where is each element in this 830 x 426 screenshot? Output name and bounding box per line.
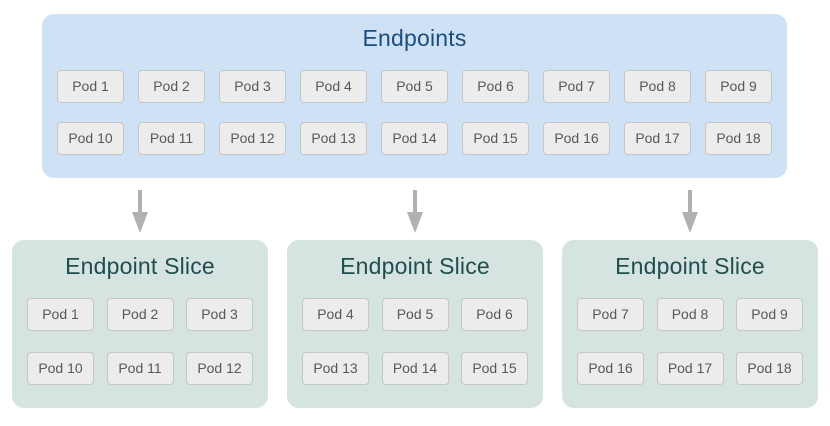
- pod-chip: Pod 7: [577, 298, 644, 331]
- endpoints-box: Endpoints Pod 1 Pod 2 Pod 3 Pod 4 Pod 5 Pod 6…: [42, 14, 787, 178]
- endpoint-slice-title: Endpoint Slice: [615, 253, 765, 279]
- pod-chip: Pod 9: [705, 70, 772, 103]
- pod-chip: Pod 3: [186, 298, 253, 331]
- pod-chip: Pod 15: [461, 352, 528, 385]
- pod-chip: Pod 5: [381, 298, 449, 331]
- slice-3-pods-row-2: Pod 16 Pod 17 Pod 18: [577, 352, 803, 385]
- slice-2-pods-row-2: Pod 13 Pod 14 Pod 15: [302, 352, 528, 385]
- slice-3-pods-row-1: Pod 7 Pod 8 Pod 9: [577, 298, 803, 331]
- down-arrow-icon: [682, 190, 698, 233]
- pod-chip: Pod 6: [461, 298, 528, 331]
- pod-chip: Pod 13: [302, 352, 369, 385]
- pod-chip: Pod 15: [462, 122, 529, 155]
- pod-chip: Pod 11: [138, 122, 205, 155]
- pod-chip: Pod 1: [57, 70, 124, 103]
- pod-chip: Pod 4: [300, 70, 367, 103]
- pod-chip: Pod 1: [27, 298, 94, 331]
- pod-chip: Pod 16: [577, 352, 644, 385]
- pod-chip: Pod 5: [381, 70, 448, 103]
- slice-1-pods-row-2: Pod 10 Pod 11 Pod 12: [27, 352, 253, 385]
- endpoints-pods-row-1: Pod 1 Pod 2 Pod 3 Pod 4 Pod 5 Pod 6 Pod 7 Pod 8…: [57, 70, 772, 103]
- pod-chip: Pod 12: [186, 352, 253, 385]
- slice-2-pods-row-1: Pod 4 Pod 5 Pod 6: [302, 298, 528, 331]
- pod-chip: Pod 13: [300, 122, 367, 155]
- pod-chip: Pod 2: [106, 298, 174, 331]
- endpoints-title: Endpoints: [362, 25, 467, 51]
- pod-chip: Pod 14: [381, 352, 449, 385]
- slice-1-pods-row-1: Pod 1 Pod 2 Pod 3: [27, 298, 253, 331]
- pod-chip: Pod 12: [219, 122, 286, 155]
- pod-chip: Pod 6: [462, 70, 529, 103]
- pod-chip: Pod 7: [543, 70, 610, 103]
- pod-chip: Pod 14: [381, 122, 448, 155]
- pod-chip: Pod 2: [138, 70, 205, 103]
- pod-chip: Pod 3: [219, 70, 286, 103]
- down-arrow-icon: [132, 190, 148, 233]
- pod-chip: Pod 18: [736, 352, 803, 385]
- endpoints-pods-row-2: Pod 10 Pod 11 Pod 12 Pod 13 Pod 14 Pod 15 Pod …: [57, 122, 772, 155]
- pod-chip: Pod 17: [656, 352, 724, 385]
- pod-chip: Pod 17: [624, 122, 691, 155]
- pod-chip: Pod 10: [57, 122, 124, 155]
- pod-chip: Pod 11: [106, 352, 174, 385]
- endpoint-slice-title: Endpoint Slice: [340, 253, 490, 279]
- pod-chip: Pod 10: [27, 352, 94, 385]
- pod-chip: Pod 4: [302, 298, 369, 331]
- down-arrow-icon: [407, 190, 423, 233]
- pod-chip: Pod 8: [624, 70, 691, 103]
- pod-chip: Pod 9: [736, 298, 803, 331]
- pod-chip: Pod 8: [656, 298, 724, 331]
- pod-chip: Pod 18: [705, 122, 772, 155]
- pod-chip: Pod 16: [543, 122, 610, 155]
- endpoint-slice-title: Endpoint Slice: [65, 253, 215, 279]
